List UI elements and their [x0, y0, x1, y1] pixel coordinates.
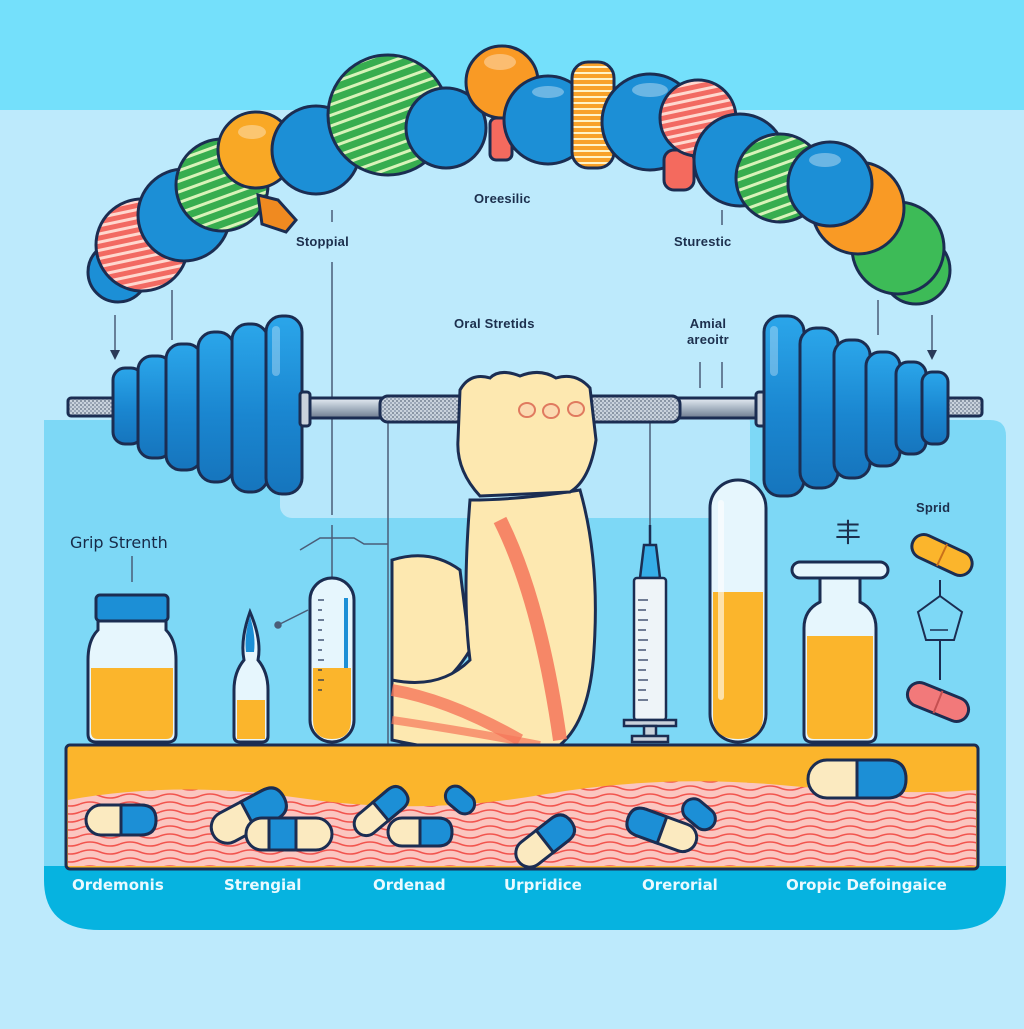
- jar-liquid: [91, 668, 173, 739]
- ampoule-liquid: [237, 700, 265, 739]
- bead-stem: [256, 193, 298, 234]
- ampoule: [232, 607, 270, 744]
- syringe: [622, 525, 678, 744]
- capsule: [84, 803, 158, 837]
- knuckles: [518, 401, 585, 419]
- test-tube-scale: [318, 598, 348, 691]
- label-grip-strength: Grip Strenth: [70, 533, 168, 552]
- label-right-upper: Sturestic: [674, 234, 732, 249]
- label-right-center: Amial areoitr: [687, 316, 729, 348]
- footer-item: Ordemonis: [72, 876, 164, 894]
- label-left-upper: Stoppial: [296, 234, 349, 249]
- barbell: [66, 314, 984, 498]
- capsule: [806, 758, 908, 800]
- leader-lines: [110, 210, 937, 748]
- vial-symbol: 丰: [835, 519, 861, 549]
- footer-item: Orerorial: [642, 876, 718, 894]
- label-right-center-line1: Amial: [689, 316, 727, 331]
- capsule: [386, 816, 454, 848]
- capsule: [681, 797, 717, 832]
- label-right-pill: Sprid: [916, 500, 951, 515]
- test-tube-liquid: [313, 668, 351, 739]
- bead-highlights: [238, 54, 841, 167]
- label-center: Oral Stretids: [454, 316, 535, 331]
- label-top-center: Oreesilic: [474, 191, 531, 206]
- vial-liquid: [807, 636, 873, 739]
- label-right-center-line2: areoitr: [687, 332, 729, 347]
- capsule: [514, 813, 576, 869]
- capsule: [352, 784, 410, 838]
- tall-tube-liquid: [713, 592, 763, 739]
- bead-blue: [404, 86, 488, 170]
- capsule-pink: [905, 681, 971, 723]
- bead-blue: [786, 140, 874, 228]
- footer-item: Oropic Defoingaice: [786, 876, 947, 894]
- footer-item: Urpridice: [504, 876, 582, 894]
- vial: [790, 560, 890, 744]
- plates-right: [754, 314, 950, 498]
- bead-arc: [86, 44, 952, 306]
- flexed-arm: [390, 371, 598, 753]
- molecule-diagram: [916, 580, 964, 680]
- jar-lid: [94, 593, 170, 623]
- capsule: [625, 806, 699, 854]
- tall-tube: [708, 478, 768, 744]
- jar: [86, 593, 178, 744]
- footer-item: Strengial: [224, 876, 302, 894]
- capsules: [84, 758, 908, 869]
- plates-left: [111, 314, 312, 496]
- plate-highlights: [272, 326, 778, 376]
- capsule: [443, 784, 477, 816]
- footer-band: [44, 866, 1006, 930]
- capsule: [244, 816, 334, 852]
- capsule-orange: [910, 533, 974, 577]
- fist: [456, 371, 598, 498]
- test-tube: [308, 576, 356, 744]
- footer-item: Ordenad: [373, 876, 446, 894]
